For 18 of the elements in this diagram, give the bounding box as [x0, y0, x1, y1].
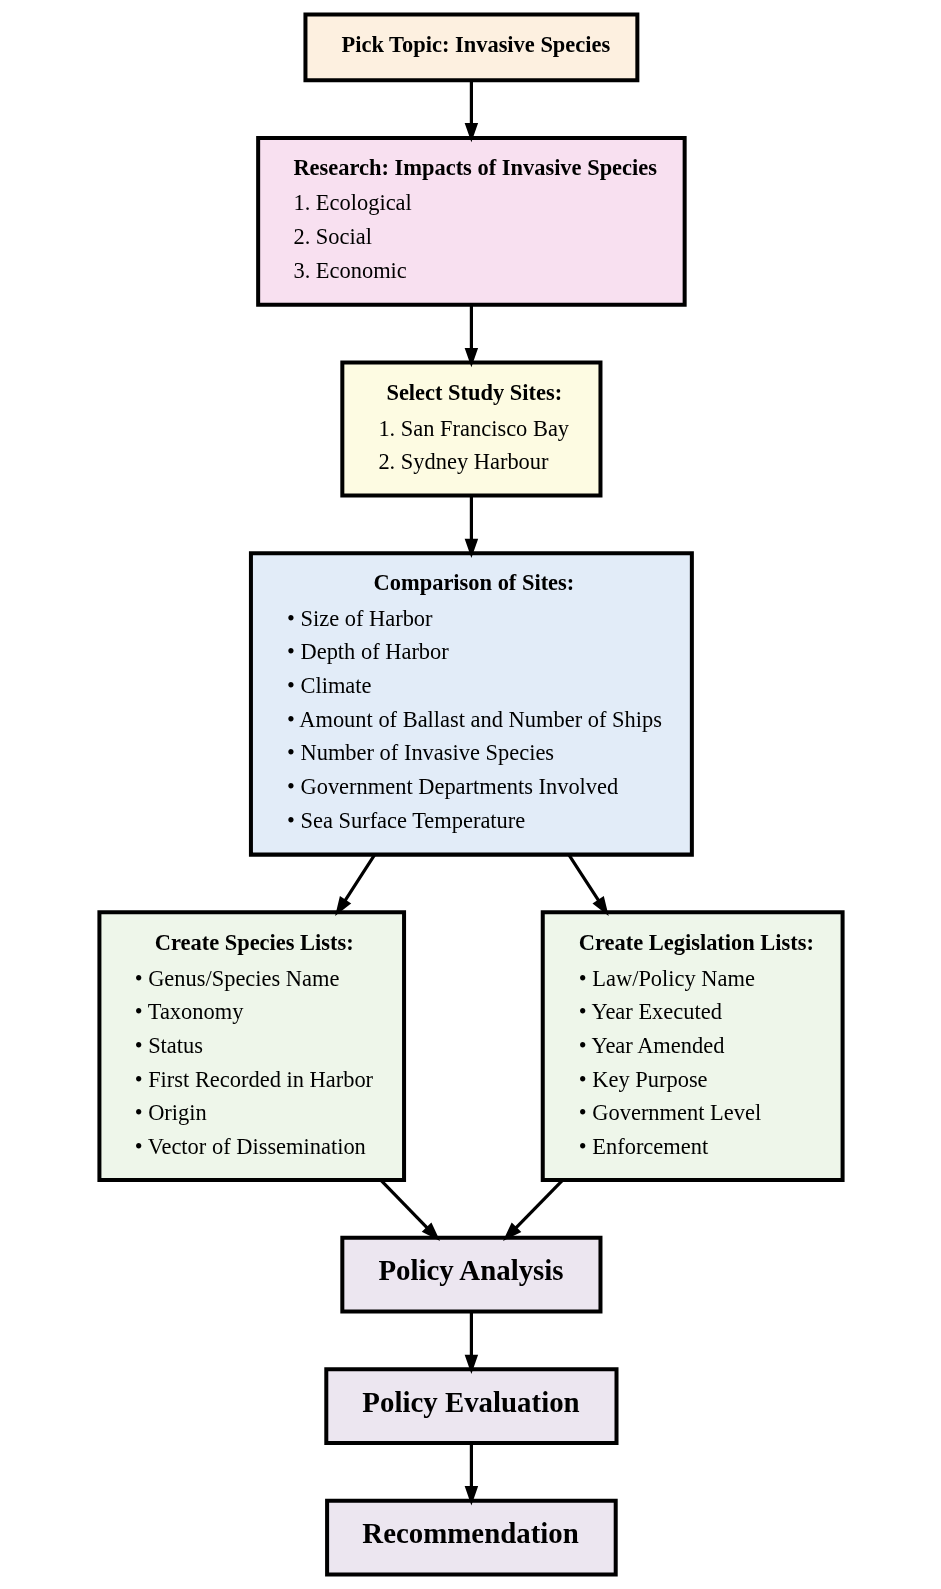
arrow — [464, 1443, 478, 1506]
node-box: Recommendation — [324, 1498, 618, 1577]
arrow — [502, 1179, 564, 1241]
arrow — [464, 495, 478, 559]
node-box: Policy Analysis — [339, 1235, 602, 1314]
node-box: Research: Impacts of Invasive Species 1. Ecological 2. Social 3. Economic — [255, 135, 687, 307]
node-box: Create Species Lists: • Genus/Species Name • Taxonomy • Status • First Recorded in Harbor • Origin • Vector of Dissemination — [96, 910, 406, 1183]
node-box: Create Legislation Lists: • Law/Policy Name • Year Executed • Year Amended • Key Purpose • Government Level • Enforcement — [540, 910, 845, 1183]
node-box: Select Study Sites: 1. San Francisco Bay 2. Sydney Harbour — [339, 360, 602, 498]
node-box: Policy Evaluation — [323, 1367, 618, 1446]
node-box: Pick Topic: Invasive Species — [302, 12, 639, 83]
arrow — [334, 853, 376, 916]
arrow — [464, 1312, 478, 1374]
arrow — [464, 304, 478, 368]
arrow — [566, 853, 609, 916]
arrow — [379, 1179, 440, 1241]
arrow — [464, 80, 478, 143]
node-box: Comparison of Sites: • Size of Harbor • Depth of Harbor • Climate • Amount of Ballast and Number of Ships • Number of Invasive Species • Government Departments Involved • Sea Surface Temperature — [248, 551, 694, 857]
